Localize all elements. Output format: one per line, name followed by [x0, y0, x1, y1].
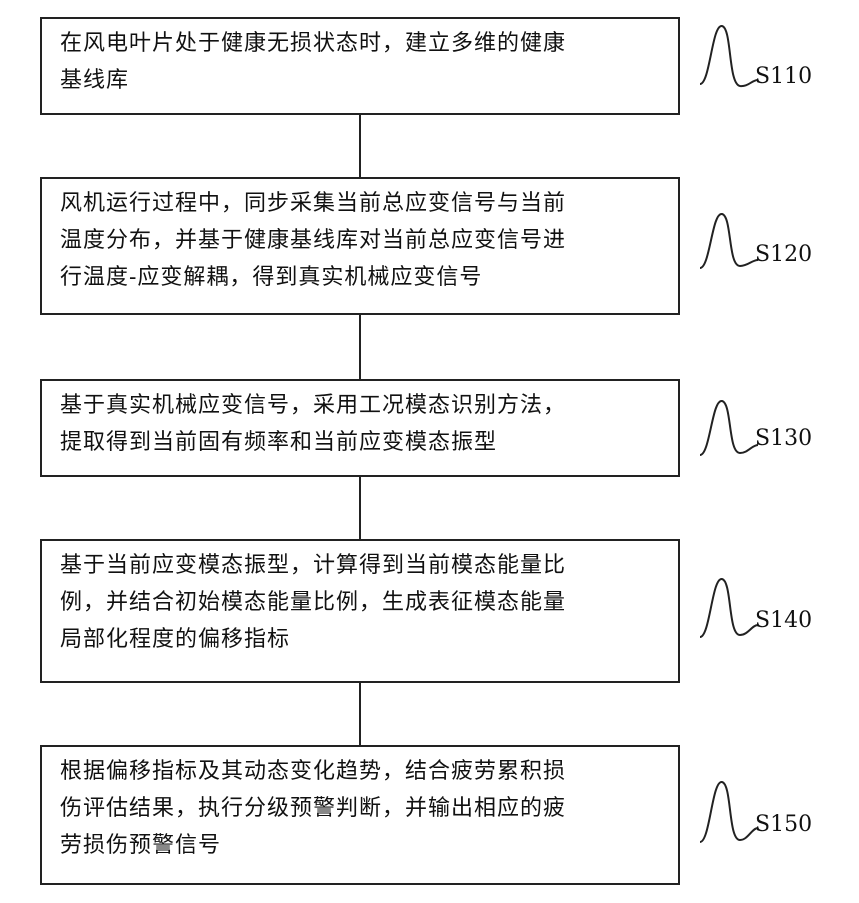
leader-line-s130 [700, 395, 760, 475]
step-box-s130: 基于真实机械应变信号，采用工况模态识别方法， 提取得到当前固有频率和当前应变模态… [40, 379, 680, 477]
step-label-s120: S120 [755, 242, 812, 268]
leader-line-s110 [700, 14, 760, 94]
connector-line [359, 477, 361, 539]
step-text-line: 在风电叶片处于健康无损状态时，建立多维的健康 [60, 25, 664, 62]
step-box-s140: 基于当前应变模态振型，计算得到当前模态能量比 例，并结合初始模态能量比例，生成表… [40, 539, 680, 683]
step-label-s110: S110 [755, 64, 812, 90]
step-label-s130: S130 [755, 426, 812, 452]
leader-line-s120 [700, 208, 760, 288]
step-text-line: 温度分布，并基于健康基线库对当前总应变信号进 [60, 222, 664, 259]
connector-line [359, 683, 361, 745]
leader-line-s140 [700, 573, 760, 653]
step-label-s140: S140 [755, 608, 812, 634]
step-text-line: 局部化程度的偏移指标 [60, 621, 664, 658]
step-text-line: 风机运行过程中，同步采集当前总应变信号与当前 [60, 185, 664, 222]
step-text-line: 根据偏移指标及其动态变化趋势，结合疲劳累积损 [60, 753, 664, 790]
step-text-line: 劳损伤预警信号 [60, 827, 664, 864]
step-text-line: 例，并结合初始模态能量比例，生成表征模态能量 [60, 584, 664, 621]
step-box-s120: 风机运行过程中，同步采集当前总应变信号与当前 温度分布，并基于健康基线库对当前总… [40, 177, 680, 315]
step-text-line: 基线库 [60, 62, 664, 99]
step-text-line: 基于真实机械应变信号，采用工况模态识别方法， [60, 387, 664, 424]
step-box-s110: 在风电叶片处于健康无损状态时，建立多维的健康 基线库 [40, 17, 680, 115]
leader-line-s150 [700, 776, 760, 856]
step-box-s150: 根据偏移指标及其动态变化趋势，结合疲劳累积损 伤评估结果，执行分级预警判断，并输… [40, 745, 680, 885]
step-text-line: 伤评估结果，执行分级预警判断，并输出相应的疲 [60, 790, 664, 827]
step-label-s150: S150 [755, 812, 812, 838]
connector-line [359, 315, 361, 379]
step-text-line: 行温度-应变解耦，得到真实机械应变信号 [60, 259, 664, 296]
connector-line [359, 115, 361, 177]
step-text-line: 基于当前应变模态振型，计算得到当前模态能量比 [60, 547, 664, 584]
step-text-line: 提取得到当前固有频率和当前应变模态振型 [60, 424, 664, 461]
